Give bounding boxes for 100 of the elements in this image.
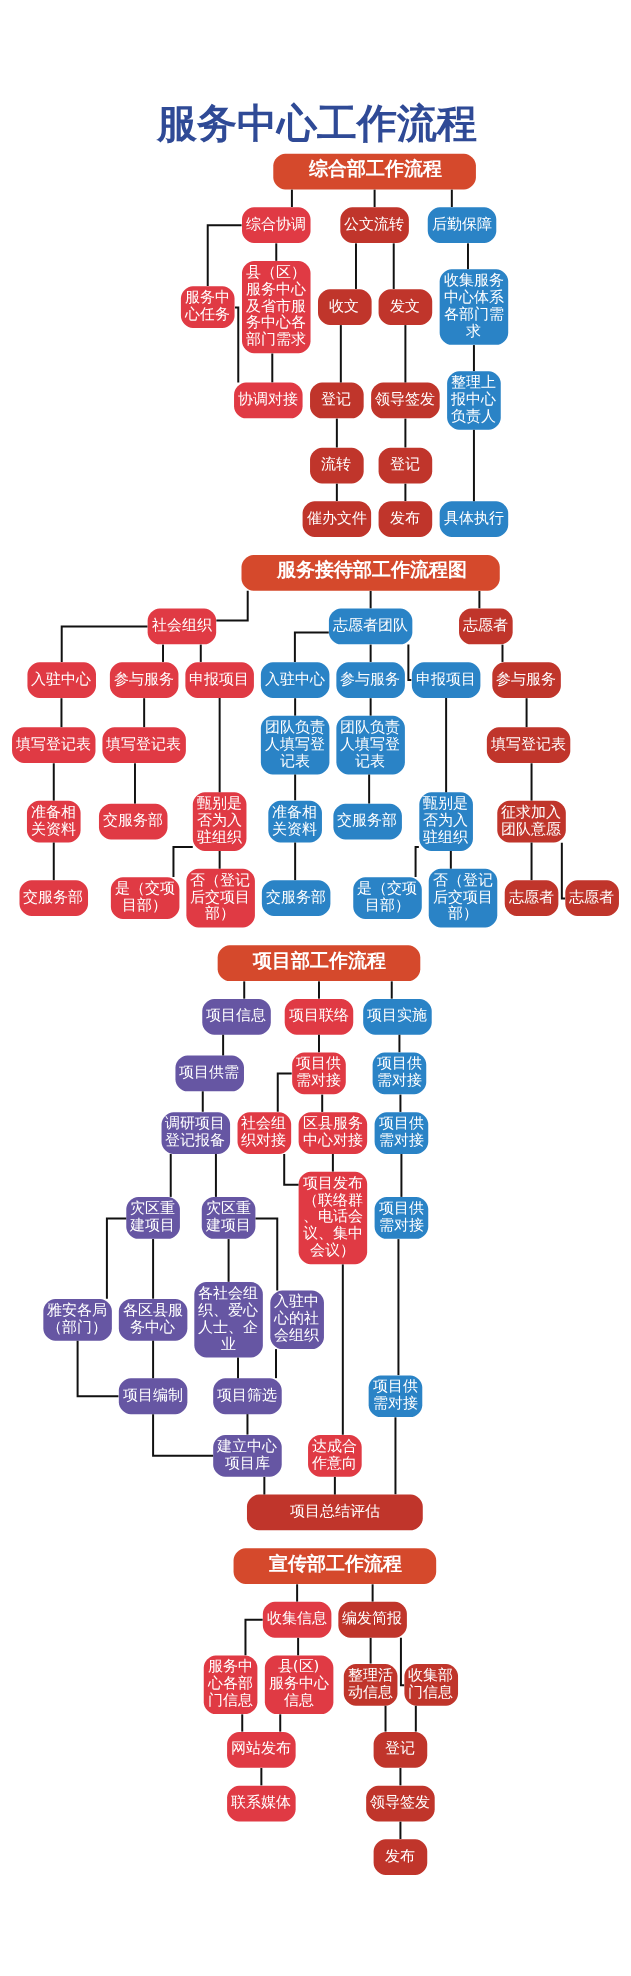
connector	[237, 1356, 239, 1379]
connector	[407, 643, 413, 681]
connector	[279, 1712, 282, 1733]
node-box: 交服务部	[333, 803, 402, 839]
connector	[318, 1033, 320, 1053]
node-box: 领导签发	[371, 382, 440, 418]
node-box: 登记	[373, 1731, 428, 1768]
node-box: 项目供需对接	[374, 1111, 429, 1154]
node-box: 领导签发	[366, 1785, 435, 1821]
connector	[162, 643, 165, 663]
connector	[152, 1339, 155, 1379]
node-box: 参与服务	[492, 661, 561, 698]
node-box: 登记	[310, 382, 364, 418]
connector	[105, 1216, 128, 1300]
connector	[478, 589, 481, 609]
connector	[290, 188, 293, 208]
node-box: 参与服务	[109, 661, 179, 698]
connector	[404, 323, 407, 383]
connector	[333, 1475, 336, 1496]
connector	[275, 241, 278, 262]
node-box: 编发简报	[338, 1601, 407, 1638]
connector	[373, 188, 376, 208]
connector	[246, 1412, 249, 1436]
connector	[60, 696, 63, 728]
node-box: 服务中心各部门信息	[203, 1655, 258, 1714]
node-box: 项目供需对接	[374, 1196, 429, 1239]
node-box: 网站发布	[227, 1731, 296, 1768]
node-box: 项目信息	[202, 998, 271, 1035]
node-box: 服务中心任务	[180, 285, 235, 328]
node-box: 准备相关资料	[268, 800, 322, 842]
connector	[399, 1636, 406, 1686]
node-box: 准备相关资料	[26, 800, 81, 842]
node-box: 甄别是否为入驻组织	[419, 791, 473, 851]
connector	[335, 482, 338, 502]
connector	[449, 849, 452, 870]
connector	[206, 223, 243, 287]
node-box: 县(区)服务中心信息	[264, 1655, 334, 1714]
connector	[263, 1475, 266, 1496]
connector	[397, 1237, 400, 1376]
node-box: 填写登记表	[12, 726, 96, 763]
node-box: 征求加入团队意愿	[497, 800, 566, 842]
connector	[530, 841, 533, 881]
connector	[404, 482, 407, 502]
node-box: 志愿者	[459, 608, 513, 644]
connector	[296, 1582, 299, 1603]
connector	[283, 1152, 300, 1186]
node-box: 填写登记表	[102, 726, 186, 763]
connector	[222, 1033, 225, 1056]
connector	[215, 589, 249, 621]
node-box: 整理活动信息	[343, 1663, 398, 1706]
connector	[355, 241, 357, 290]
node-box: 项目总结评估	[246, 1494, 423, 1530]
node-box: 宣传部工作流程	[233, 1547, 437, 1584]
connector	[294, 696, 297, 717]
connector	[218, 696, 221, 793]
node-box: 项目编制	[118, 1377, 188, 1414]
connector	[152, 1412, 215, 1457]
connector	[244, 1618, 264, 1656]
node-box: 是（交项目部）	[110, 876, 180, 919]
node-box: 收集服务中心体系各部门需求	[439, 268, 509, 345]
connector	[276, 1071, 293, 1113]
node-box: 是（交项目部）	[353, 876, 422, 919]
node-box: 收集信息	[262, 1601, 332, 1638]
connector	[271, 352, 274, 383]
connector	[501, 643, 504, 663]
node-box: 填写登记表	[486, 726, 571, 763]
node-box: 调研项目登记报备	[161, 1111, 231, 1154]
connector	[368, 773, 371, 805]
connector	[392, 241, 395, 290]
connector	[297, 1636, 300, 1656]
node-box: 入驻中心的社会组织	[270, 1289, 324, 1349]
node-box: 项目实施	[363, 998, 432, 1035]
node-box: 建立中心项目库	[213, 1434, 282, 1477]
node-box: 交服务部	[98, 803, 168, 839]
node-box: 交服务部	[261, 879, 331, 916]
node-box: 入驻中心	[27, 661, 96, 698]
node-box: 团队负责人填写登记表	[260, 715, 330, 774]
node-box: 申报项目	[185, 661, 254, 698]
connector	[260, 1766, 263, 1786]
connector	[369, 643, 372, 663]
connector	[133, 761, 136, 805]
node-box: 综合部工作流程	[273, 153, 476, 189]
connector	[227, 1237, 230, 1283]
connector	[214, 1152, 217, 1198]
connector	[293, 630, 330, 663]
connector	[172, 845, 194, 878]
node-box: 公文流转	[340, 206, 409, 243]
connector	[472, 428, 475, 502]
connector	[445, 696, 448, 793]
node-box: 发布	[378, 500, 433, 537]
node-box: 发布	[373, 1838, 428, 1875]
connector	[199, 643, 202, 663]
node-box: 整理上报中心负责人	[447, 370, 501, 430]
node-box: 申报项目	[411, 661, 481, 698]
node-box: 发文	[378, 288, 433, 325]
connector	[371, 1582, 374, 1603]
node-box: 雅安各局（部门）	[43, 1298, 112, 1341]
connector	[254, 1216, 279, 1291]
connector	[384, 1704, 387, 1733]
node-box: 收集部门信息	[404, 1663, 459, 1706]
